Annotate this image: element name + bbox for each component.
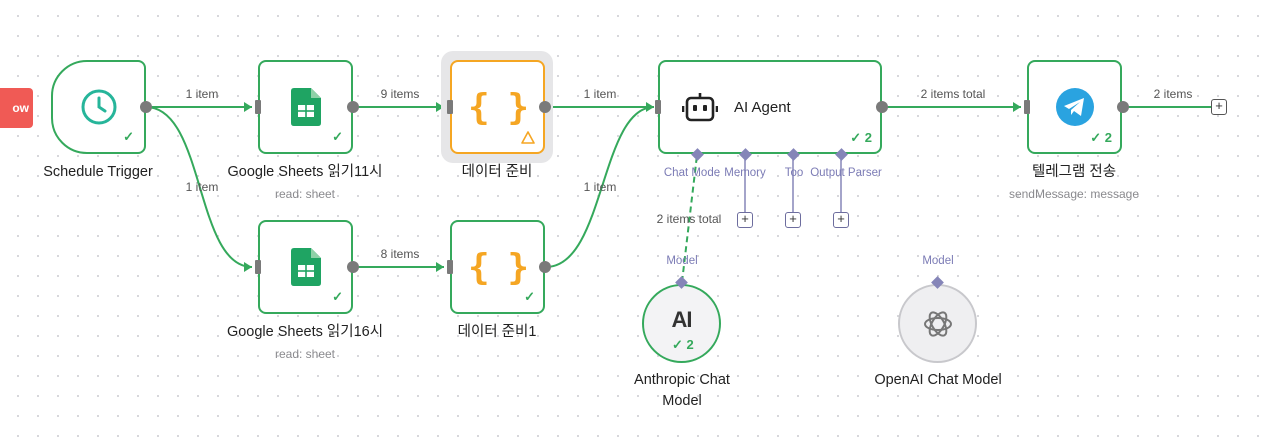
clock-icon bbox=[81, 89, 116, 125]
workflow-tag[interactable]: ow bbox=[0, 88, 33, 128]
openai-icon bbox=[923, 310, 952, 337]
input-handle[interactable] bbox=[447, 100, 453, 114]
output-handle[interactable] bbox=[539, 101, 551, 113]
success-check-icon: ✓ bbox=[524, 289, 535, 304]
schedule-trigger-node[interactable]: ✓ bbox=[51, 60, 146, 154]
success-check-icon: ✓ 2 bbox=[672, 337, 694, 352]
output-parser-port-label: Output Parser bbox=[810, 167, 882, 179]
success-check-icon: ✓ bbox=[332, 289, 343, 304]
output-handle[interactable] bbox=[347, 261, 359, 273]
success-check-icon: ✓ bbox=[332, 129, 343, 144]
output-handle[interactable] bbox=[539, 261, 551, 273]
output-handle[interactable] bbox=[347, 101, 359, 113]
google-sheets-16-label: Google Sheets 읽기16시 bbox=[226, 324, 384, 340]
telegram-sublabel: sendMessage: message bbox=[1008, 187, 1140, 201]
wire-model-agent bbox=[681, 154, 698, 283]
tool-port-label: Too bbox=[784, 167, 804, 179]
edge-label: 1 item bbox=[583, 87, 617, 101]
add-node-button[interactable]: + bbox=[1211, 99, 1227, 115]
braces-icon: { } bbox=[467, 86, 529, 128]
ai-agent-title: AI Agent bbox=[734, 98, 791, 116]
anthropic-chat-model-node[interactable]: AI ✓ 2 bbox=[642, 284, 721, 363]
output-handle[interactable] bbox=[876, 101, 888, 113]
google-sheets-icon bbox=[290, 88, 321, 126]
braces-icon: { } bbox=[467, 246, 529, 288]
anthropic-label-line1: Anthropic Chat bbox=[634, 372, 730, 388]
google-sheets-16-node[interactable]: ✓ bbox=[258, 220, 353, 314]
anthropic-icon: AI bbox=[671, 306, 693, 332]
run-count: 2 bbox=[1104, 130, 1112, 145]
input-handle[interactable] bbox=[447, 260, 453, 274]
telegram-node[interactable]: ✓ 2 bbox=[1027, 60, 1122, 154]
google-sheets-16-sublabel: read: sheet bbox=[274, 347, 336, 361]
success-check-icon: ✓ bbox=[123, 129, 134, 144]
ai-agent-node[interactable]: AI Agent ✓ 2 bbox=[658, 60, 882, 154]
chat-model-port-label: Chat Mode bbox=[663, 167, 721, 179]
add-output-parser-button[interactable]: + bbox=[833, 212, 849, 228]
output-handle[interactable] bbox=[140, 101, 152, 113]
memory-port-label: Memory bbox=[724, 167, 766, 179]
google-sheets-11-sublabel: read: sheet bbox=[274, 187, 336, 201]
schedule-trigger-label: Schedule Trigger bbox=[43, 164, 153, 180]
input-handle[interactable] bbox=[255, 260, 261, 274]
edge-label: 8 items bbox=[380, 247, 420, 261]
google-sheets-icon bbox=[290, 248, 321, 286]
openai-chat-model-node[interactable] bbox=[898, 284, 977, 363]
success-check-icon: ✓ 2 bbox=[1090, 130, 1112, 145]
data-prep-1-label: 데이터 준비1 bbox=[457, 324, 537, 340]
data-prep-label: 데이터 준비 bbox=[461, 164, 533, 180]
edge-label: 1 item bbox=[583, 180, 617, 194]
openai-model-port-label: Model bbox=[922, 255, 954, 267]
add-memory-button[interactable]: + bbox=[737, 212, 753, 228]
data-prep-1-node[interactable]: { } ✓ bbox=[450, 220, 545, 314]
add-tool-button[interactable]: + bbox=[785, 212, 801, 228]
success-check-icon: ✓ 2 bbox=[850, 130, 872, 145]
edge-label: 1 item bbox=[185, 180, 219, 194]
google-sheets-11-label: Google Sheets 읽기11시 bbox=[227, 164, 383, 180]
run-count: 2 bbox=[864, 130, 872, 145]
anthropic-label-line2: Model bbox=[662, 393, 702, 409]
edge-label: 2 items total bbox=[656, 212, 722, 226]
telegram-label: 텔레그램 전송 bbox=[1031, 164, 1117, 180]
google-sheets-11-node[interactable]: ✓ bbox=[258, 60, 353, 154]
input-handle[interactable] bbox=[255, 100, 261, 114]
edge-label: 2 items total bbox=[920, 87, 986, 101]
telegram-icon bbox=[1055, 88, 1094, 126]
robot-icon bbox=[682, 93, 718, 122]
openai-label: OpenAI Chat Model bbox=[874, 372, 1002, 388]
wire-prep1-agent bbox=[545, 106, 655, 268]
warning-icon bbox=[521, 131, 535, 144]
input-handle[interactable] bbox=[1024, 100, 1030, 114]
run-count: 2 bbox=[686, 337, 694, 352]
edge-label: 1 item bbox=[185, 87, 219, 101]
data-prep-node[interactable]: { } bbox=[450, 60, 545, 154]
wire-trigger-sheets16 bbox=[145, 106, 253, 268]
anthropic-model-port-label: Model bbox=[666, 255, 698, 267]
edge-label: 9 items bbox=[380, 87, 420, 101]
output-handle[interactable] bbox=[1117, 101, 1129, 113]
input-handle[interactable] bbox=[655, 100, 661, 114]
edge-label: 2 items bbox=[1153, 87, 1193, 101]
